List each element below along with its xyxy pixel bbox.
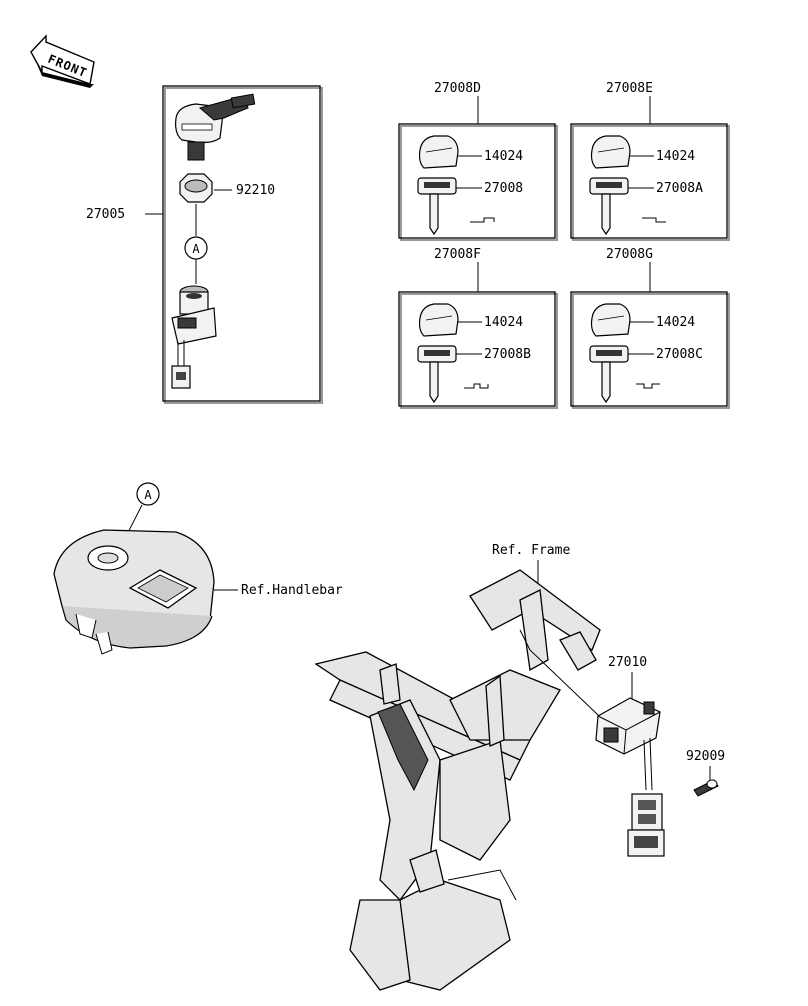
handlebar-ref-letter: A: [144, 488, 152, 502]
key-part-number: 27008: [484, 181, 523, 196]
key-set-27008G: 27008G 14024 27008C: [570, 247, 730, 409]
top-part-number: 14024: [656, 149, 695, 164]
ignition-switch-body: [171, 285, 217, 389]
key-part-number: 27008A: [656, 181, 703, 196]
vehicle-frame: Ref. Frame: [314, 543, 621, 991]
key-set-number: 27008F: [434, 247, 481, 262]
top-part-number: 14024: [484, 315, 523, 330]
key-set-number: 27008E: [606, 81, 653, 96]
key-part-number: 27008B: [484, 347, 531, 362]
top-part-number: 14024: [656, 315, 695, 330]
front-arrow: FRONT: [30, 34, 95, 88]
key-set-number: 27008G: [606, 247, 653, 262]
top-part-number: 14024: [484, 149, 523, 164]
key-set-27008E: 27008E 14024 27008A: [570, 81, 730, 241]
key-set-27008D: 27008D 14024 27008: [398, 81, 558, 241]
key-set-27008F: 27008F 14024 27008B: [398, 247, 558, 409]
ref-a-letter: A: [192, 242, 200, 256]
handlebar-label: Ref.Handlebar: [241, 583, 343, 598]
key-part-number: 27008C: [656, 347, 703, 362]
control-module: 27010: [595, 655, 665, 857]
screw-number: 92009: [686, 749, 725, 764]
module-number: 27010: [608, 655, 647, 670]
ref-a-marker: A: [184, 236, 208, 284]
nut-part: 92210: [179, 173, 275, 236]
main-assembly-box: 27005: [86, 85, 323, 404]
key-set-number: 27008D: [434, 81, 481, 96]
main-assembly-number: 27005: [86, 207, 125, 222]
nut-number: 92210: [236, 183, 275, 198]
handlebar-cover: A Ref.Handlebar: [53, 482, 343, 655]
screw-part: 92009: [686, 749, 725, 797]
ignition-key-part: [175, 93, 256, 161]
frame-label: Ref. Frame: [492, 543, 570, 558]
